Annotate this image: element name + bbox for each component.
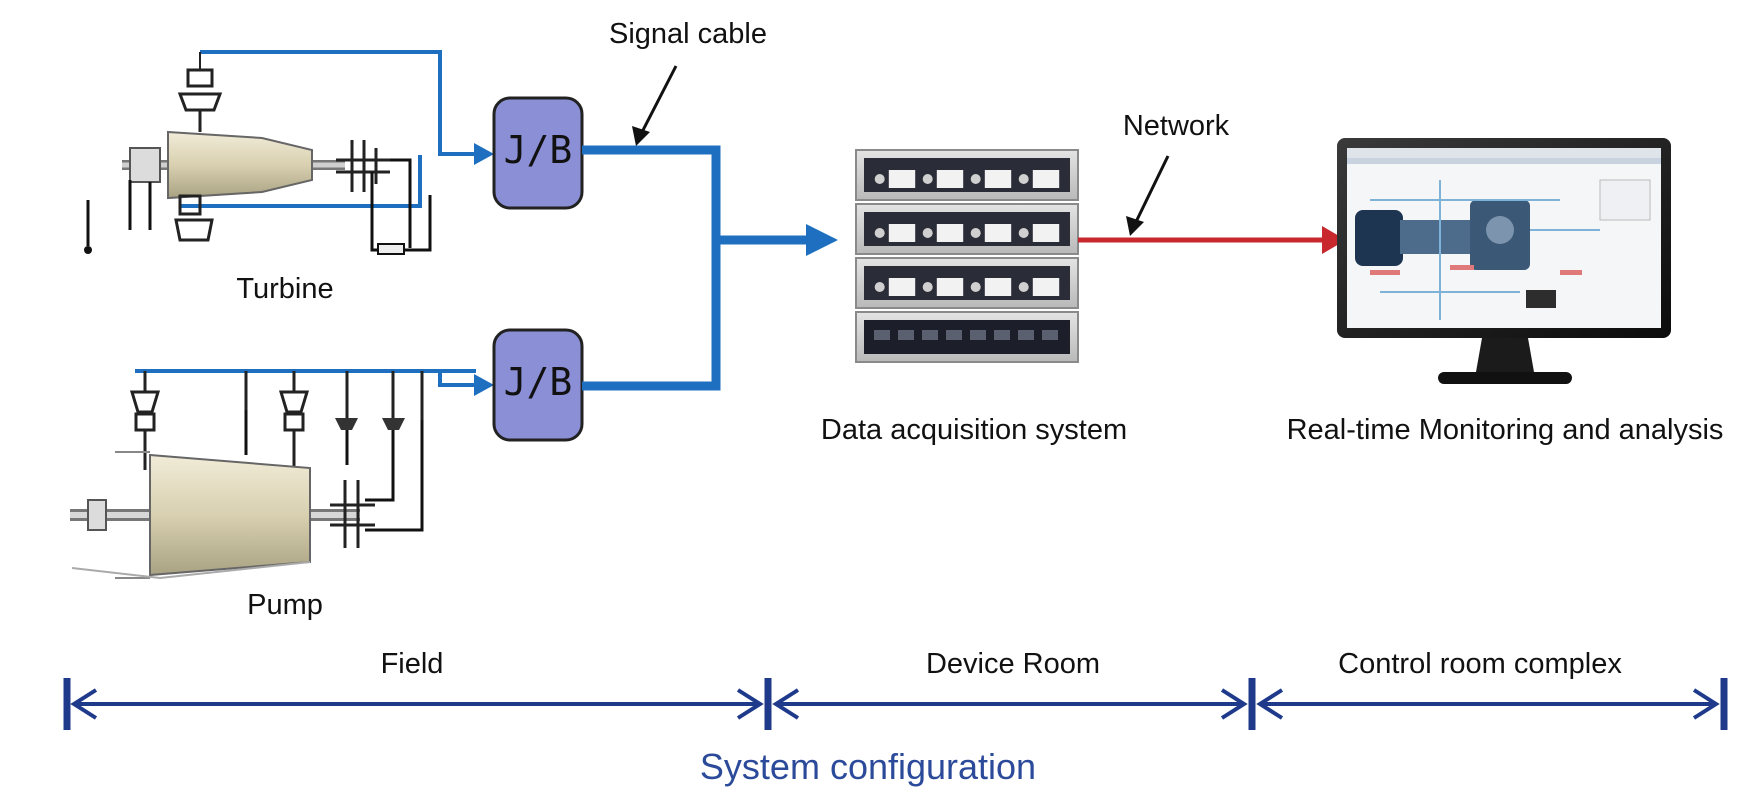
zone-field-label: Field	[380, 648, 444, 680]
pump-illustration	[70, 369, 494, 580]
zone-control-room-label: Control room complex	[1338, 648, 1622, 680]
pump-label: Pump	[247, 589, 323, 621]
junction-box-top-label: J/B	[503, 128, 573, 172]
zone-bar	[63, 678, 1728, 730]
junction-box-bottom-label: J/B	[503, 360, 573, 404]
signal-cable-label: Signal cable	[609, 18, 767, 50]
data-acquisition-rack	[855, 149, 1079, 363]
network-label: Network	[1122, 110, 1230, 142]
daq-label: Data acquisition system	[820, 414, 1128, 446]
network-link	[1078, 226, 1346, 254]
signal-cable	[582, 145, 838, 391]
monitoring-label: Real-time Monitoring and analysis	[1286, 414, 1724, 446]
turbine-label: Turbine	[236, 273, 334, 305]
diagram-caption: System configuration	[699, 746, 1037, 787]
zone-device-room-label: Device Room	[925, 648, 1101, 680]
signal-cable-pointer	[638, 65, 678, 137]
network-pointer	[1132, 155, 1170, 227]
turbine-illustration	[84, 50, 494, 255]
monitoring-workstation	[1337, 138, 1671, 384]
